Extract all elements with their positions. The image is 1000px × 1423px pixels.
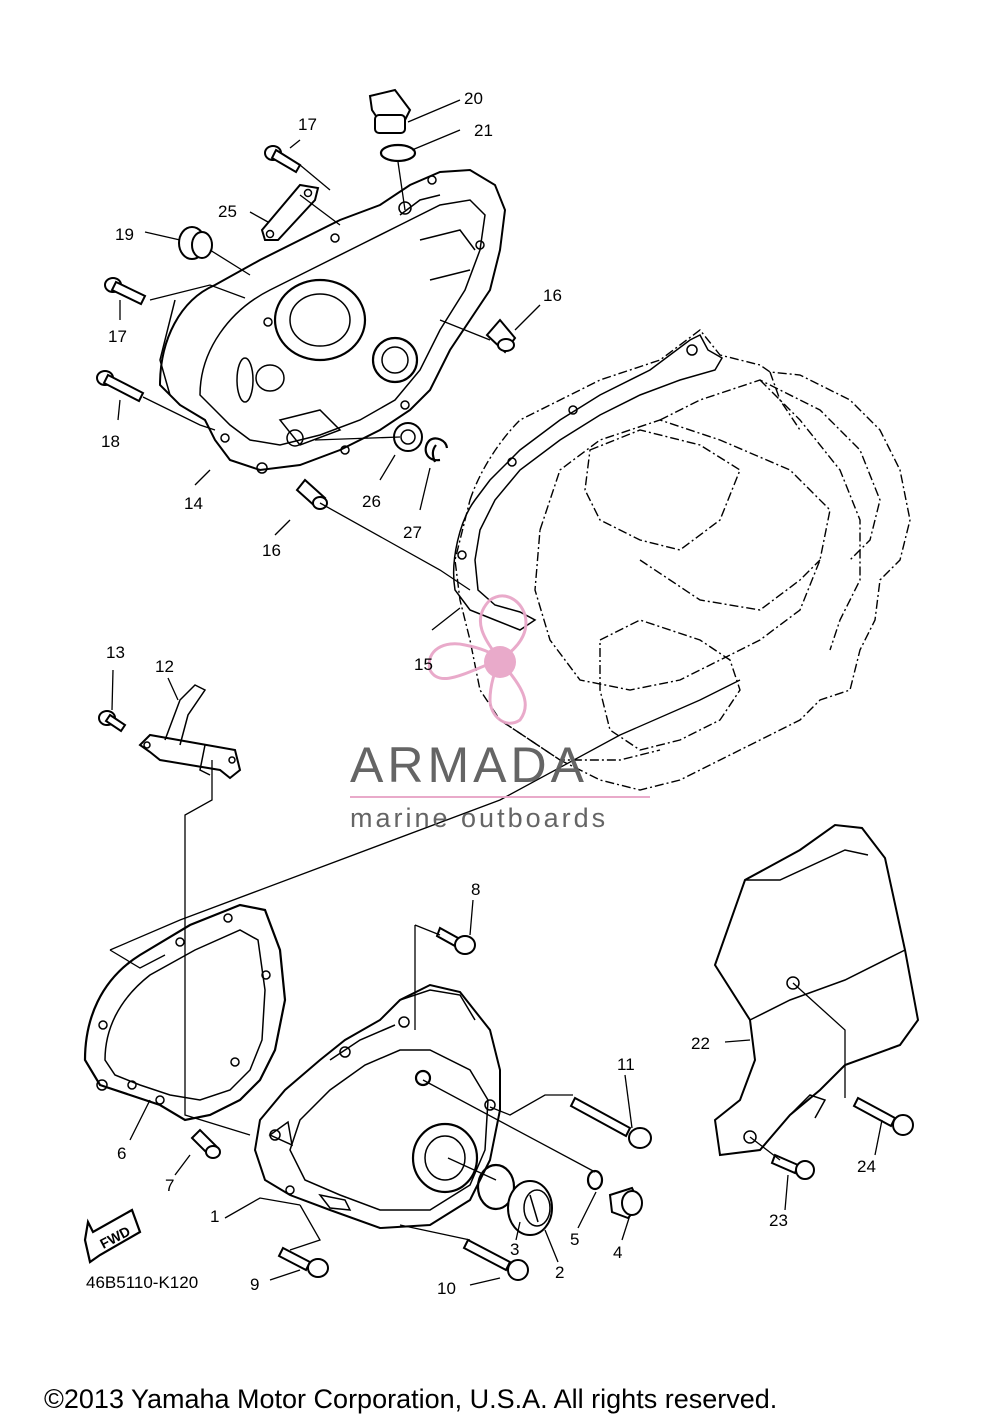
callout-26: 26 xyxy=(362,492,381,511)
o-ring-21 xyxy=(379,143,417,163)
reference-code: 46B5110-K120 xyxy=(86,1273,198,1292)
callout-1: 1 xyxy=(210,1207,219,1226)
bolt-18 xyxy=(96,370,145,403)
callout-8: 8 xyxy=(471,880,480,899)
engine-outline xyxy=(454,329,911,791)
callout-21: 21 xyxy=(474,121,493,140)
crankcase-cover-1 xyxy=(253,983,501,1230)
watermark-logo: ARMADA marine outboards xyxy=(350,594,650,833)
callout-2: 2 xyxy=(555,1263,564,1282)
copyright-notice: ©2013 Yamaha Motor Corporation, U.S.A. A… xyxy=(44,1384,777,1414)
bolt-13 xyxy=(98,710,127,733)
bolt-17-lower xyxy=(104,277,147,306)
circlip-27 xyxy=(424,437,449,463)
callout-19: 19 xyxy=(115,225,134,244)
callout-18: 18 xyxy=(101,432,120,451)
leader-13 xyxy=(111,669,114,711)
callout-11: 11 xyxy=(617,1055,635,1074)
callout-17-lower: 17 xyxy=(108,327,127,346)
connection-lines-middle xyxy=(109,679,741,1080)
callout-17-upper: 17 xyxy=(298,115,317,134)
callout-10: 10 xyxy=(437,1279,456,1298)
callout-14: 14 xyxy=(184,494,203,513)
gasket-15 xyxy=(452,334,724,631)
dowel-16-upper xyxy=(485,318,517,354)
callout-5: 5 xyxy=(570,1230,579,1249)
plug-4 xyxy=(608,1186,643,1220)
leader-lines-right xyxy=(724,982,883,1211)
callout-16-lower: 16 xyxy=(262,541,281,560)
bolt-9 xyxy=(277,1246,329,1278)
plate-25 xyxy=(260,183,320,241)
callout-16-upper: 16 xyxy=(543,286,562,305)
bracket-12 xyxy=(138,684,242,780)
oil-seal-26 xyxy=(393,422,423,452)
callout-23: 23 xyxy=(769,1211,788,1230)
crankcase-cover-14 xyxy=(158,168,507,474)
callout-22: 22 xyxy=(691,1034,710,1053)
cover-22 xyxy=(713,823,920,1157)
dowel-7 xyxy=(190,1128,221,1159)
callout-25: 25 xyxy=(218,202,237,221)
o-ring-5 xyxy=(586,1169,604,1191)
bolt-8 xyxy=(435,926,476,955)
leader-lines-upper xyxy=(117,99,541,631)
leader-lines-lower xyxy=(129,899,633,1286)
callout-3: 3 xyxy=(510,1240,519,1259)
propeller-icon xyxy=(427,594,528,725)
watermark-brand: ARMADA xyxy=(350,737,588,793)
oil-cap-20 xyxy=(368,88,412,134)
callout-27: 27 xyxy=(403,523,422,542)
callout-4: 4 xyxy=(613,1243,622,1262)
callout-numbers: 1 2 3 4 5 6 7 8 9 10 11 12 13 14 15 16 1… xyxy=(101,89,876,1298)
watermark-tagline: marine outboards xyxy=(350,803,608,833)
callout-13: 13 xyxy=(106,643,125,662)
callout-12: 12 xyxy=(155,657,174,676)
watermark-divider xyxy=(350,796,650,798)
bolt-10 xyxy=(462,1238,529,1281)
callout-24: 24 xyxy=(857,1157,876,1176)
fwd-arrow-icon: FWD xyxy=(83,1208,142,1264)
cap-2 xyxy=(507,1180,553,1236)
callout-9: 9 xyxy=(250,1275,259,1294)
callout-6: 6 xyxy=(117,1144,126,1163)
callout-15: 15 xyxy=(414,655,433,674)
bolt-11 xyxy=(569,1096,652,1149)
bolt-17-upper xyxy=(264,145,302,174)
leader-12 xyxy=(167,677,179,701)
bolt-24 xyxy=(852,1096,914,1136)
gasket-6 xyxy=(83,903,287,1122)
gear-19 xyxy=(178,226,213,260)
callout-7: 7 xyxy=(165,1176,174,1195)
o-ring-3 xyxy=(476,1163,516,1211)
callout-20: 20 xyxy=(464,89,483,108)
